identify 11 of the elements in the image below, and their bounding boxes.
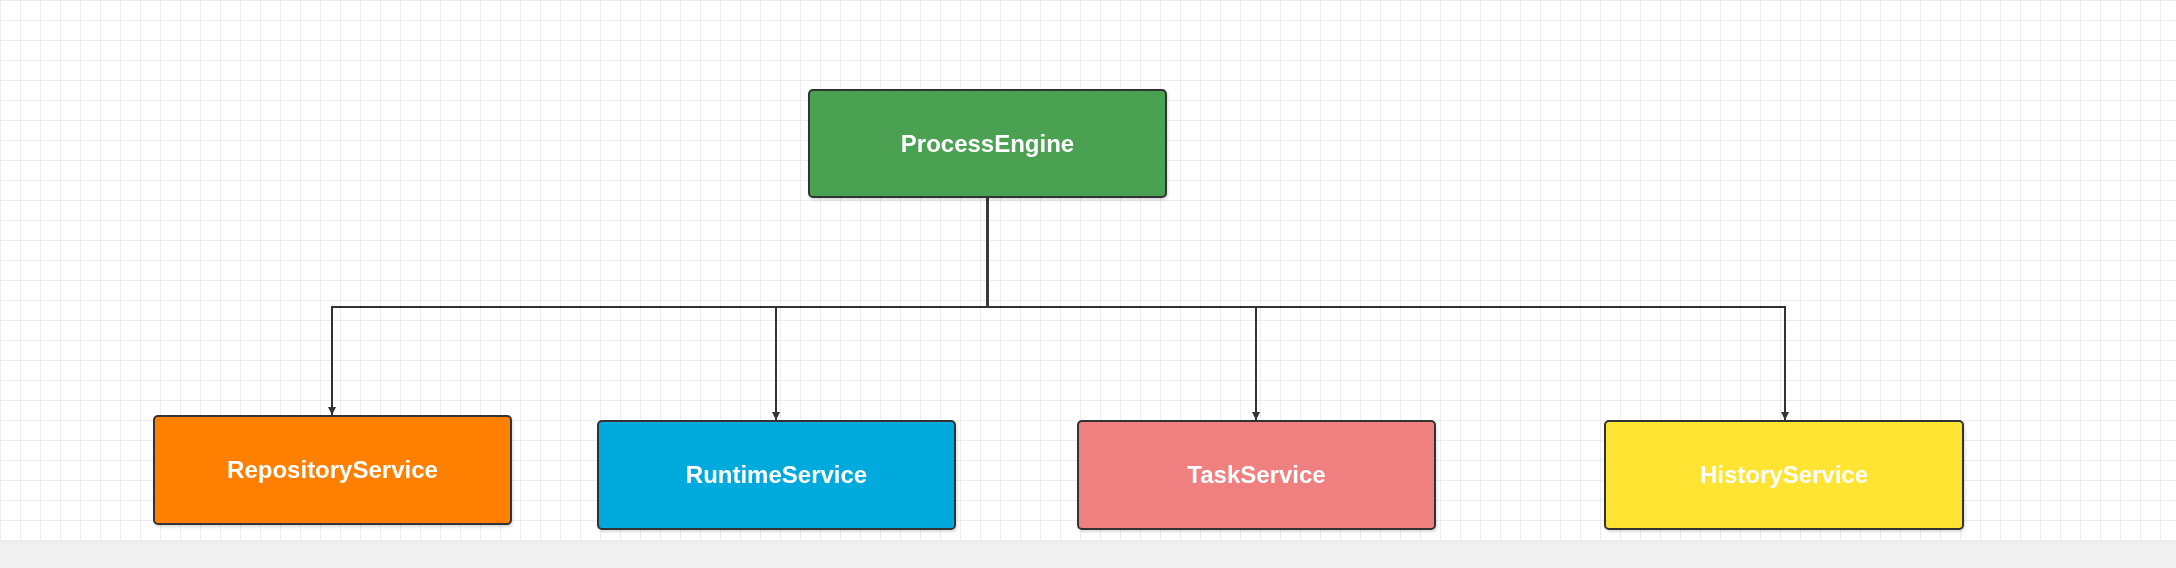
service-box: [153, 415, 512, 525]
box-label: ProcessEngine: [900, 129, 1075, 158]
service-box: [597, 420, 956, 530]
service-box: [1077, 420, 1436, 530]
service-box: [1604, 420, 1964, 530]
box-label: TaskService: [1187, 461, 1326, 489]
box-label: RepositoryService: [227, 456, 438, 484]
box-label: RuntimeService: [685, 461, 868, 489]
service-box: [808, 89, 1167, 198]
box-label: HistoryService: [1699, 461, 1869, 489]
connector-arrow: [986, 197, 1789, 421]
